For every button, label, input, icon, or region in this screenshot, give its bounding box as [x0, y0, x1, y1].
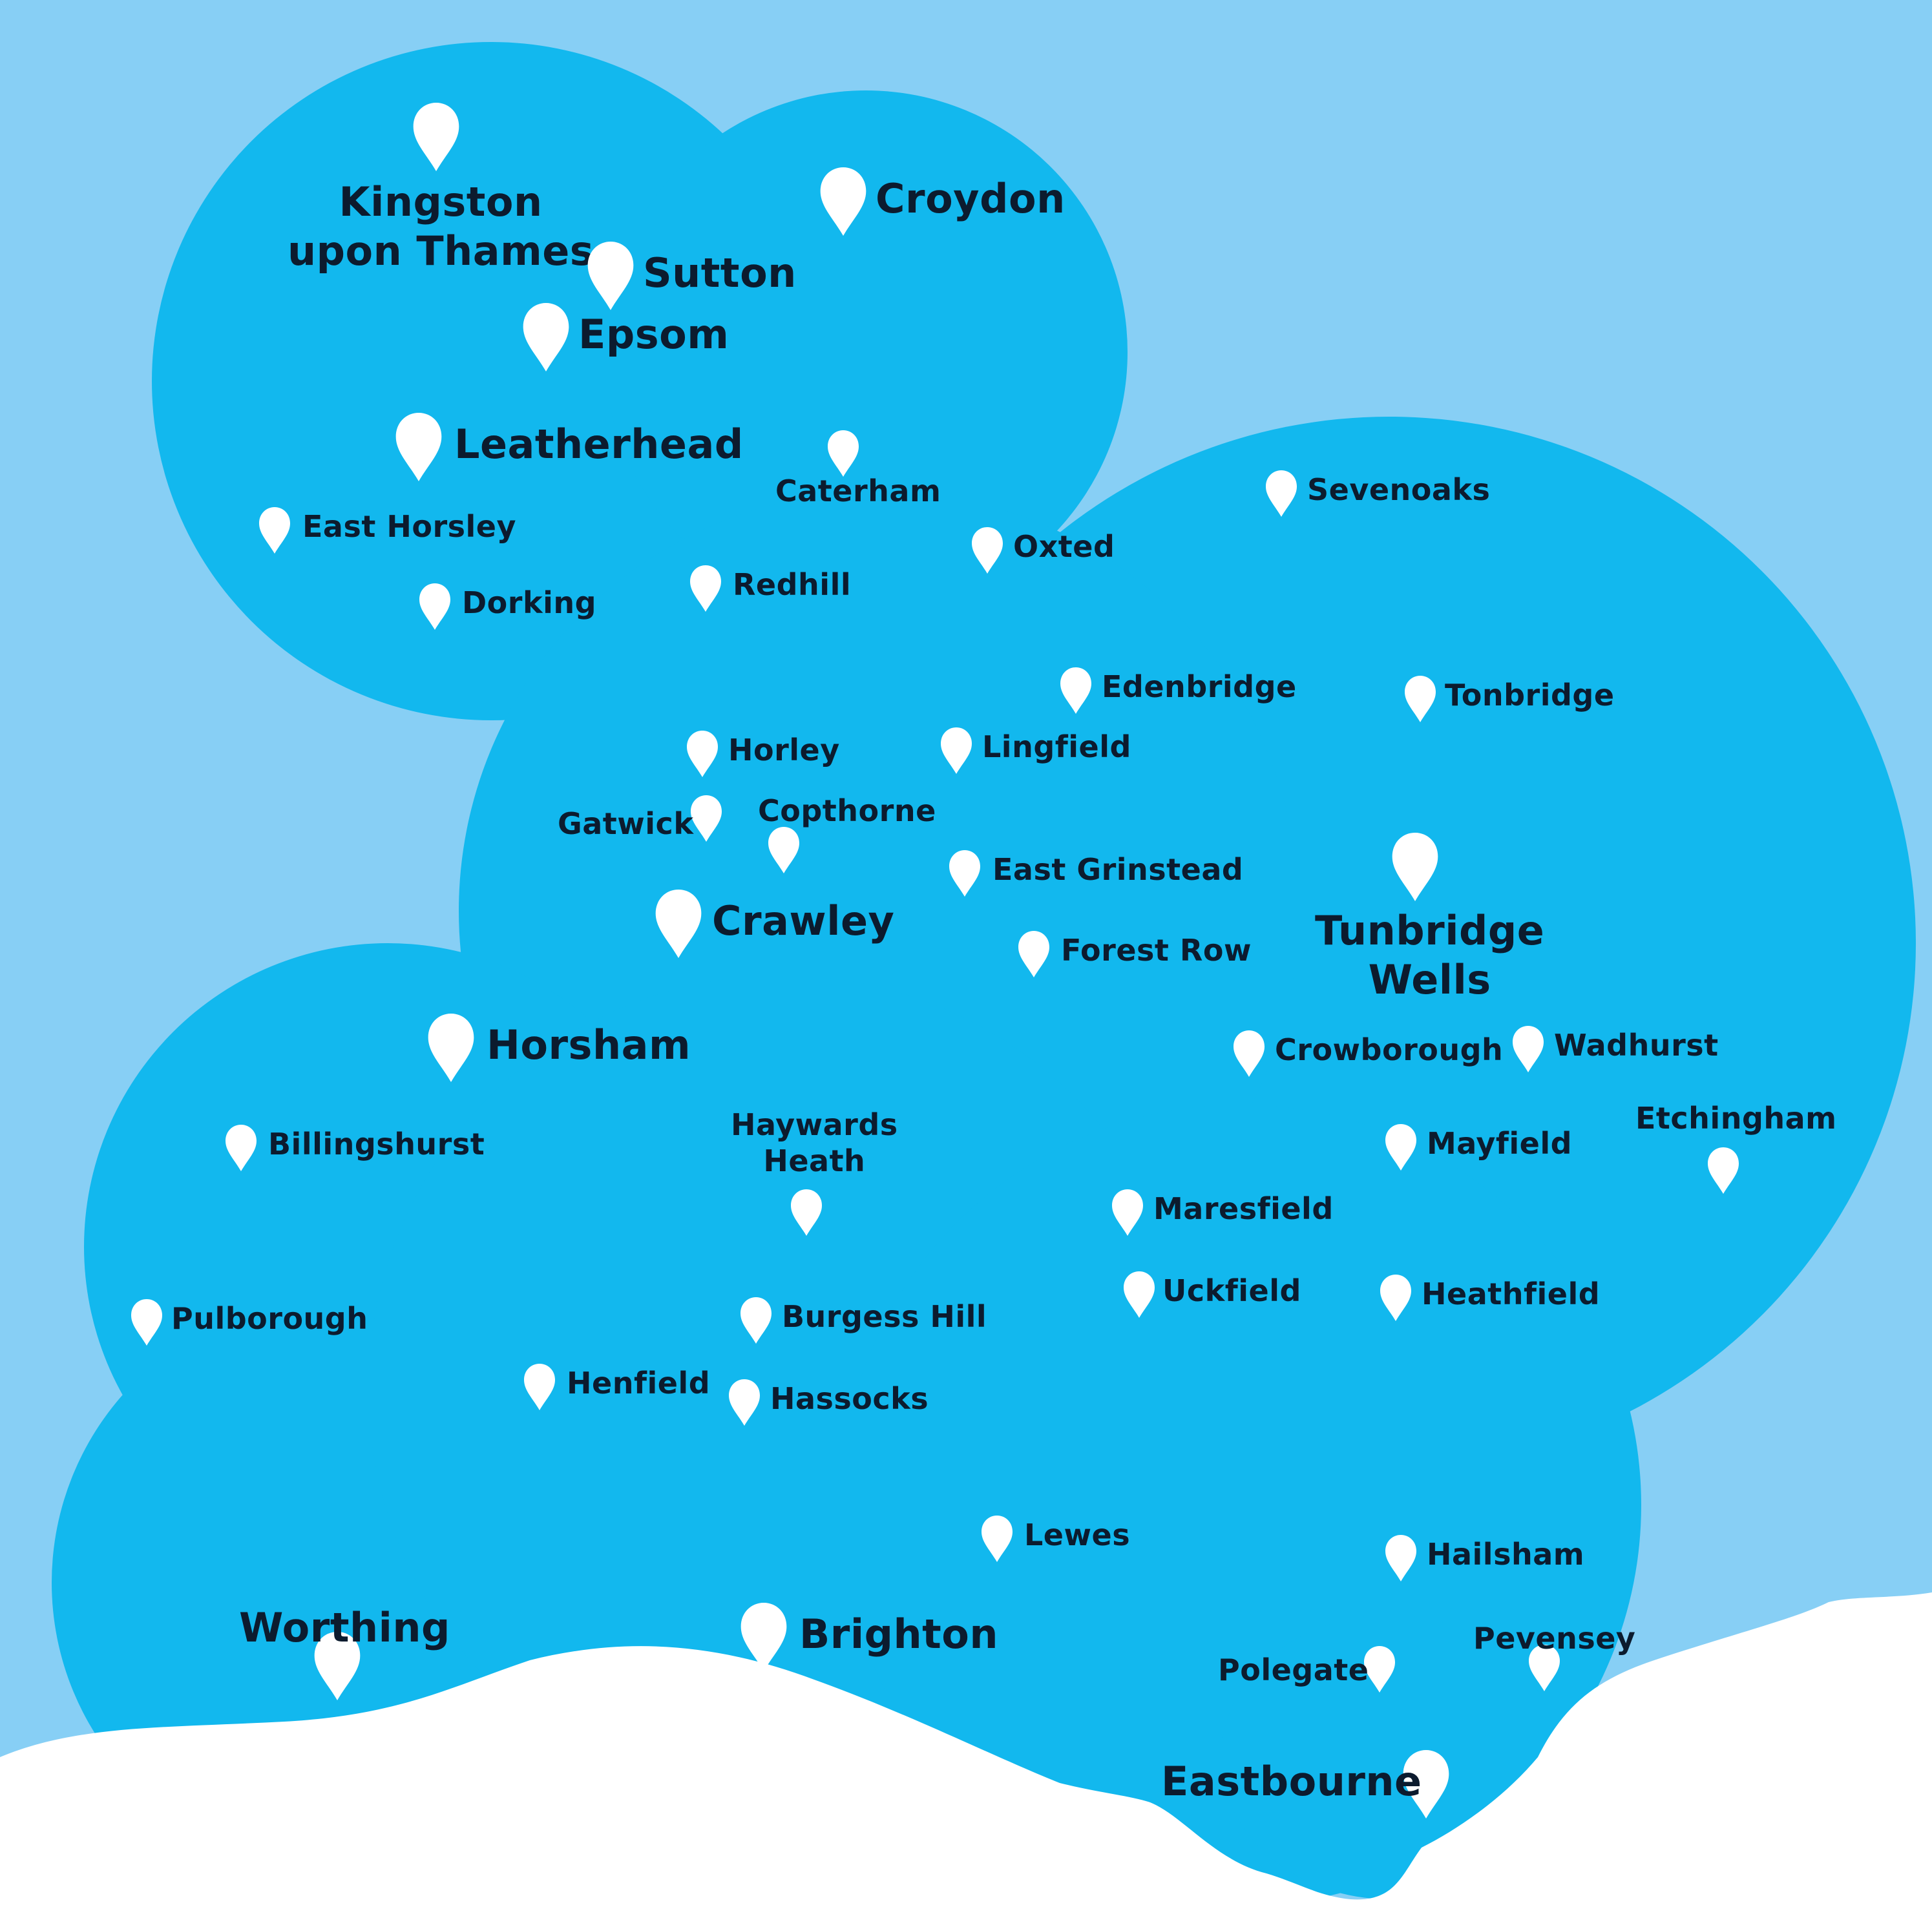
- map-pin-icon: [523, 303, 569, 371]
- place-label: Worthing: [239, 1604, 450, 1651]
- place-label: Henfield: [567, 1366, 711, 1401]
- map-pin-icon: [691, 795, 722, 842]
- place-label: Caterham: [775, 474, 941, 508]
- map-pin-icon: [413, 103, 459, 171]
- place-label: Haywards Heath: [731, 1107, 898, 1178]
- place-label: Crawley: [712, 897, 895, 944]
- map-pin-icon: [740, 1603, 787, 1671]
- place-label: Burgess Hill: [782, 1299, 987, 1334]
- place-label: Polegate: [1218, 1652, 1369, 1687]
- map-pin-icon: [259, 507, 290, 554]
- place-label: Redhill: [733, 567, 852, 602]
- map-pin-icon: [1266, 470, 1297, 517]
- place-label: Lewes: [1024, 1517, 1131, 1552]
- map-pin-icon: [655, 890, 702, 958]
- map-pin-icon: [1385, 1535, 1416, 1581]
- map-pin-icon: [226, 1125, 257, 1171]
- place-label: Mayfield: [1427, 1126, 1573, 1161]
- place-label: Pulborough: [171, 1301, 368, 1336]
- place-label: Dorking: [462, 585, 597, 620]
- place-label: Sevenoaks: [1307, 472, 1491, 507]
- place-label: Brighton: [799, 1610, 998, 1658]
- place-label: Kingston upon Thames: [288, 178, 594, 275]
- map-pin-icon: [395, 413, 442, 481]
- map-pin-icon: [828, 430, 859, 477]
- place-label: Wadhurst: [1554, 1028, 1719, 1063]
- map-pin-icon: [1018, 931, 1049, 977]
- map-pin-icon: [1380, 1275, 1411, 1321]
- place-label: Edenbridge: [1102, 669, 1297, 704]
- map-pin-icon: [524, 1364, 555, 1410]
- map-pin-icon: [419, 583, 450, 630]
- map-pin-icon: [1403, 1750, 1449, 1819]
- map-pin-icon: [1513, 1026, 1544, 1072]
- map-pin-icon: [982, 1516, 1013, 1562]
- place-label: Billingshurst: [268, 1127, 485, 1162]
- place-label: Oxted: [1013, 529, 1115, 564]
- place-label: Leatherhead: [454, 421, 744, 468]
- map-pin-icon: [690, 565, 721, 612]
- place-label: Maresfield: [1153, 1191, 1334, 1226]
- place-label: Lingfield: [982, 729, 1131, 764]
- place-label: Eastbourne: [1161, 1758, 1422, 1805]
- place-label: Epsom: [578, 311, 730, 358]
- place-label: Forest Row: [1061, 933, 1252, 968]
- place-label: Pevensey: [1473, 1621, 1636, 1656]
- map-pin-icon: [1364, 1646, 1395, 1693]
- place-label: East Grinstead: [992, 852, 1244, 887]
- place-label: Tonbridge: [1445, 678, 1615, 713]
- map-pin-icon: [1060, 667, 1091, 714]
- place-label: Hassocks: [770, 1381, 929, 1416]
- place-label: Horley: [728, 733, 840, 767]
- map-pin-icon: [587, 242, 634, 310]
- place-label: Tunbridge Wells: [1315, 907, 1545, 1003]
- map-pin-icon: [1405, 676, 1436, 722]
- place-label: East Horsley: [302, 509, 516, 544]
- map-pin-icon: [791, 1189, 822, 1236]
- map-pin-icon: [941, 727, 972, 774]
- place-label: Hailsham: [1427, 1537, 1585, 1572]
- place-label: Gatwick: [558, 806, 694, 841]
- map-pin-icon: [314, 1632, 361, 1700]
- map-pin-icon: [729, 1379, 760, 1426]
- map-pin-icon: [740, 1297, 772, 1344]
- map-pin-icon: [1529, 1645, 1560, 1691]
- map-pin-icon: [1392, 833, 1438, 901]
- place-label: Sutton: [643, 249, 797, 297]
- map-pin-icon: [428, 1014, 474, 1082]
- place-label: Copthorne: [758, 793, 936, 828]
- map-pin-icon: [131, 1299, 162, 1346]
- map-pin-icon: [1112, 1189, 1143, 1236]
- place-label: Heathfield: [1422, 1277, 1601, 1311]
- map-pin-icon: [687, 731, 718, 777]
- map-pin-icon: [1124, 1271, 1155, 1318]
- place-label: Crowborough: [1275, 1032, 1504, 1067]
- place-label: Croydon: [876, 175, 1066, 222]
- map-pin-icon: [1385, 1124, 1416, 1171]
- place-label: Uckfield: [1162, 1273, 1301, 1308]
- map-pin-icon: [820, 167, 866, 236]
- map-pin-icon: [768, 827, 799, 873]
- place-label: Etchingham: [1635, 1101, 1837, 1136]
- place-label: Horsham: [487, 1021, 691, 1068]
- map-pin-icon: [949, 850, 980, 897]
- map-pin-icon: [1234, 1030, 1265, 1077]
- sea: [0, 1592, 1932, 1918]
- map-pin-icon: [1708, 1147, 1739, 1194]
- map-pin-icon: [972, 527, 1003, 574]
